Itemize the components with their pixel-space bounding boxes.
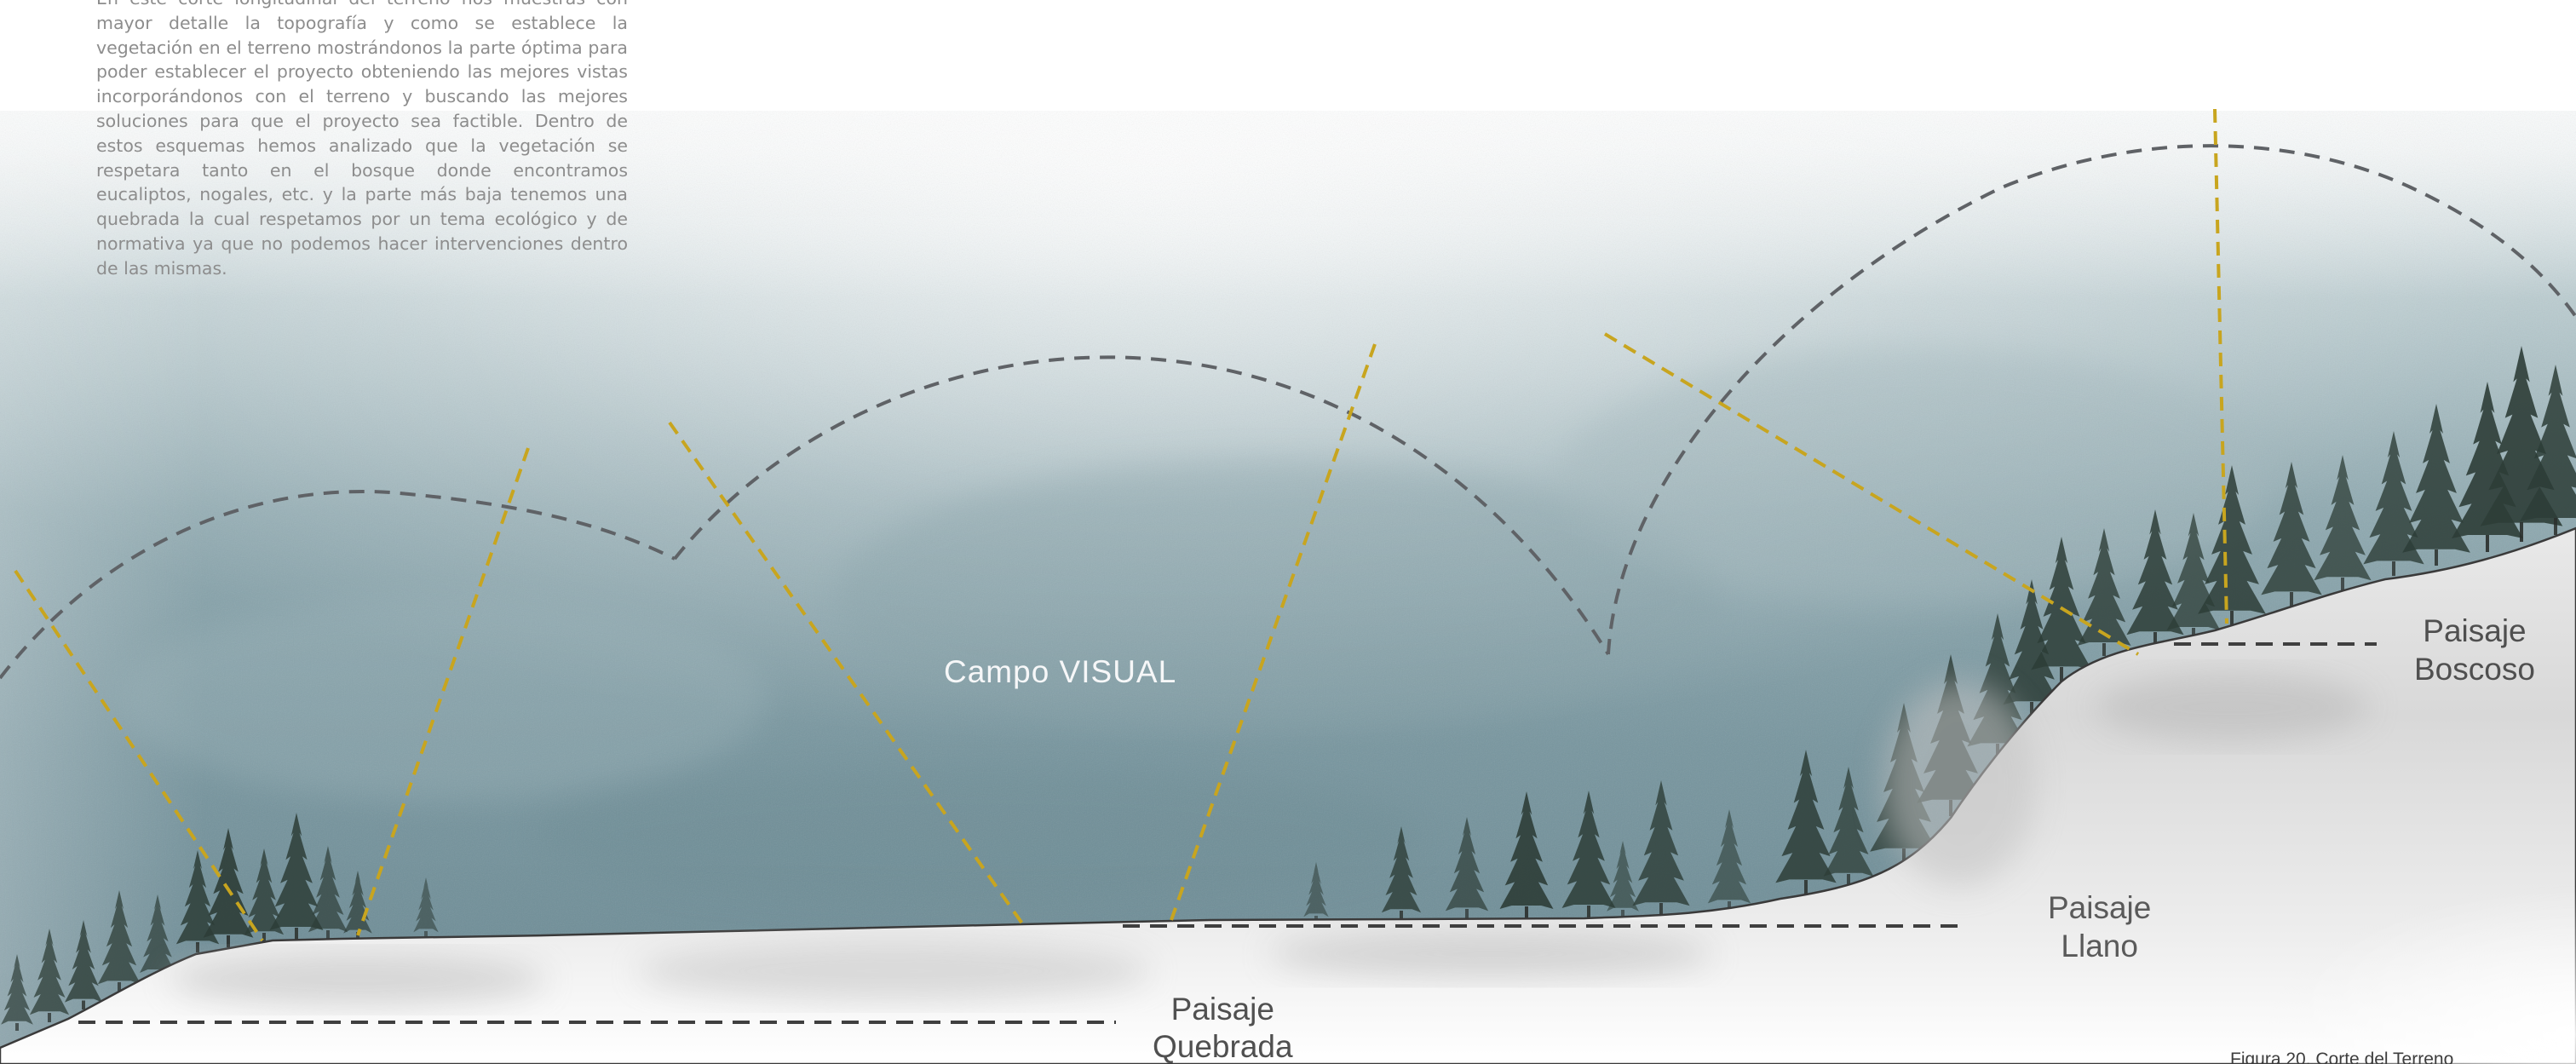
tree-2: [29, 929, 70, 1015]
tree-5: [140, 894, 175, 973]
tree-33: [2314, 455, 2372, 581]
figure-caption: Figura 20. Corte del Terreno: [2230, 1050, 2454, 1064]
tree-trunk-14: [1400, 911, 1403, 920]
ground-shading: [170, 673, 2368, 1005]
view-arc-1: [0, 490, 676, 680]
sight-line-5: [1603, 332, 2140, 656]
tree-trunk-3: [82, 1000, 85, 1009]
tree-trunk-23: [1902, 848, 1906, 865]
tree-trunk-4: [118, 982, 121, 992]
zone-label-quebrada-line1: Paisaje: [1170, 992, 1274, 1027]
tree-14: [1381, 826, 1422, 913]
tree-trunk-27: [2060, 667, 2063, 682]
tree-34: [2363, 431, 2424, 565]
tree-trunk-20: [1728, 901, 1731, 912]
tree-1: [1, 954, 33, 1025]
tree-trunk-32: [2290, 592, 2293, 607]
tree-trunk-10: [326, 930, 330, 940]
view-arc-3: [1607, 144, 2576, 655]
sight-line-1: [14, 569, 264, 942]
zone-label-boscoso-line1: Paisaje: [2423, 613, 2527, 648]
tree-trunk-31: [2230, 611, 2234, 627]
tree-trunk-36: [2486, 535, 2489, 552]
tree-4: [97, 890, 141, 985]
tree-13: [1303, 862, 1329, 917]
intro-paragraph: En este corte longitudinal del terreno n…: [96, 0, 628, 279]
sight-line-6: [2213, 108, 2228, 624]
tree-trunk-15: [1465, 909, 1469, 919]
tree-trunk-17: [1587, 906, 1590, 918]
sight-line-4: [1170, 343, 1377, 921]
tree-3: [64, 920, 103, 1003]
sight-line-3: [668, 421, 1024, 925]
tree-trunk-19: [1659, 903, 1663, 917]
tree-trunk-34: [2392, 561, 2395, 576]
sight-line-2: [356, 447, 530, 936]
zone-label-llano: Paisaje Llano: [2048, 889, 2151, 965]
tree-9: [269, 813, 324, 930]
zone-label-boscoso-line2: Boscoso: [2414, 652, 2535, 687]
zone-label-llano-line1: Paisaje: [2048, 890, 2152, 925]
tree-trunk-35: [2435, 549, 2438, 566]
tree-trunk-7: [227, 935, 230, 947]
tree-trunk-37: [2520, 522, 2523, 542]
tree-6: [175, 850, 220, 945]
tree-26: [2003, 579, 2061, 705]
tree-28: [2077, 528, 2131, 646]
tree-trunk-2: [48, 1013, 51, 1022]
sight-lines: [14, 108, 2228, 942]
tree-10: [308, 846, 348, 933]
tree-27: [2031, 537, 2092, 670]
tree-17: [1561, 791, 1616, 908]
tree-21: [1775, 750, 1837, 883]
tree-8: [244, 848, 285, 935]
view-arc-2: [673, 355, 1610, 656]
tree-trunk-8: [262, 933, 266, 942]
tree-trunk-22: [1847, 874, 1850, 886]
tree-trunk-28: [2102, 643, 2106, 656]
tree-trunk-16: [1525, 906, 1528, 919]
tree-trunk-6: [196, 942, 199, 952]
tree-29: [2126, 509, 2184, 636]
tree-38: [2520, 365, 2576, 521]
campo-visual-label: Campo VISUAL: [944, 654, 1177, 689]
tree-trunk-9: [295, 928, 298, 940]
tree-trunk-18: [1621, 910, 1624, 917]
tree-12: [413, 877, 439, 933]
tree-trunk-21: [1804, 880, 1808, 894]
tree-trunk-33: [2341, 578, 2344, 591]
tree-trunk-26: [2030, 702, 2033, 716]
zone-label-quebrada: Paisaje Quebrada: [1153, 991, 1293, 1064]
tree-trunk-1: [15, 1023, 19, 1031]
tree-19: [1632, 780, 1690, 906]
zone-label-llano-line2: Llano: [2061, 929, 2138, 963]
tree-16: [1499, 791, 1554, 909]
zone-label-boscoso: Paisaje Boscoso: [2414, 612, 2535, 688]
tree-32: [2261, 462, 2322, 595]
tree-trunk-29: [2153, 632, 2157, 646]
tree-18: [1607, 841, 1639, 912]
tree-35: [2402, 404, 2470, 553]
zone-label-quebrada-line2: Quebrada: [1153, 1029, 1293, 1064]
tree-trunk-38: [2554, 518, 2557, 535]
tree-trunk-12: [424, 931, 428, 937]
tree-31: [2198, 465, 2266, 614]
ground-fade: [1959, 767, 2576, 1064]
tree-22: [1823, 767, 1874, 877]
view-arcs: [0, 144, 2576, 680]
zone-lines: [78, 642, 2377, 1024]
tree-15: [1445, 817, 1489, 912]
tree-20: [1707, 809, 1751, 904]
